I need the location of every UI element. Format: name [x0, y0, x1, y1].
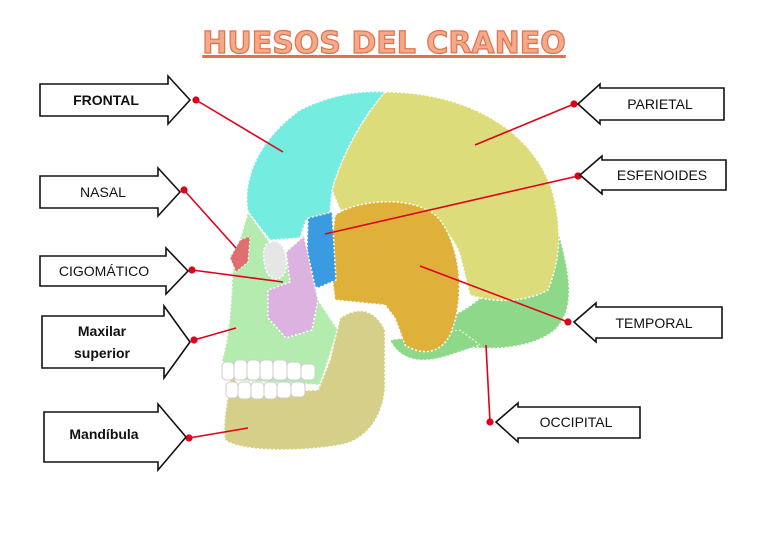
mandibula-bone — [223, 310, 386, 451]
frontal-bone — [246, 90, 387, 241]
label-cigomatico-text: CIGOMÁTICO — [59, 263, 149, 279]
pointer-cigomatico — [191, 269, 284, 283]
orbit — [262, 240, 288, 280]
label-mandibula: Mandíbula — [43, 401, 188, 473]
pointer-occipital — [485, 344, 491, 423]
skull — [221, 90, 570, 451]
teeth — [221, 359, 316, 400]
label-parietal-text: PARIETAL — [627, 96, 693, 112]
diagram-title: HUESOS DEL CRANEO — [202, 25, 567, 61]
pointer-nasal — [183, 189, 237, 249]
pointer-mandibula — [188, 427, 249, 439]
label-maxilar: Maxilar superior — [41, 303, 191, 381]
label-temporal-text: TEMPORAL — [615, 315, 692, 331]
pointer-parietal — [474, 103, 575, 146]
label-esfenoides: ESFENOIDES — [578, 154, 727, 196]
label-mandibula-text: Mandíbula — [69, 426, 138, 442]
label-cigomatico: CIGOMÁTICO — [39, 246, 190, 296]
label-frontal-text: FRONTAL — [73, 92, 139, 108]
label-parietal: PARIETAL — [576, 82, 725, 126]
pointer-esfenoides — [324, 175, 579, 235]
label-occipital: OCCIPITAL — [494, 401, 641, 444]
cigomatico-bone — [267, 234, 319, 339]
label-temporal: TEMPORAL — [572, 301, 723, 344]
nasal-bone — [229, 235, 251, 273]
label-esfenoides-text: ESFENOIDES — [617, 167, 707, 183]
label-maxilar-line2: superior — [74, 345, 131, 361]
label-occipital-text: OCCIPITAL — [540, 414, 613, 430]
parietal-bone — [331, 91, 560, 302]
pointers — [180, 96, 582, 442]
label-frontal: FRONTAL — [39, 73, 192, 127]
label-nasal: NASAL — [39, 165, 182, 219]
pointer-maxilar — [193, 327, 237, 341]
pointer-temporal — [419, 265, 569, 323]
pointer-frontal — [195, 99, 284, 153]
label-maxilar-line1: Maxilar — [78, 323, 127, 339]
label-nasal-text: NASAL — [80, 184, 126, 200]
